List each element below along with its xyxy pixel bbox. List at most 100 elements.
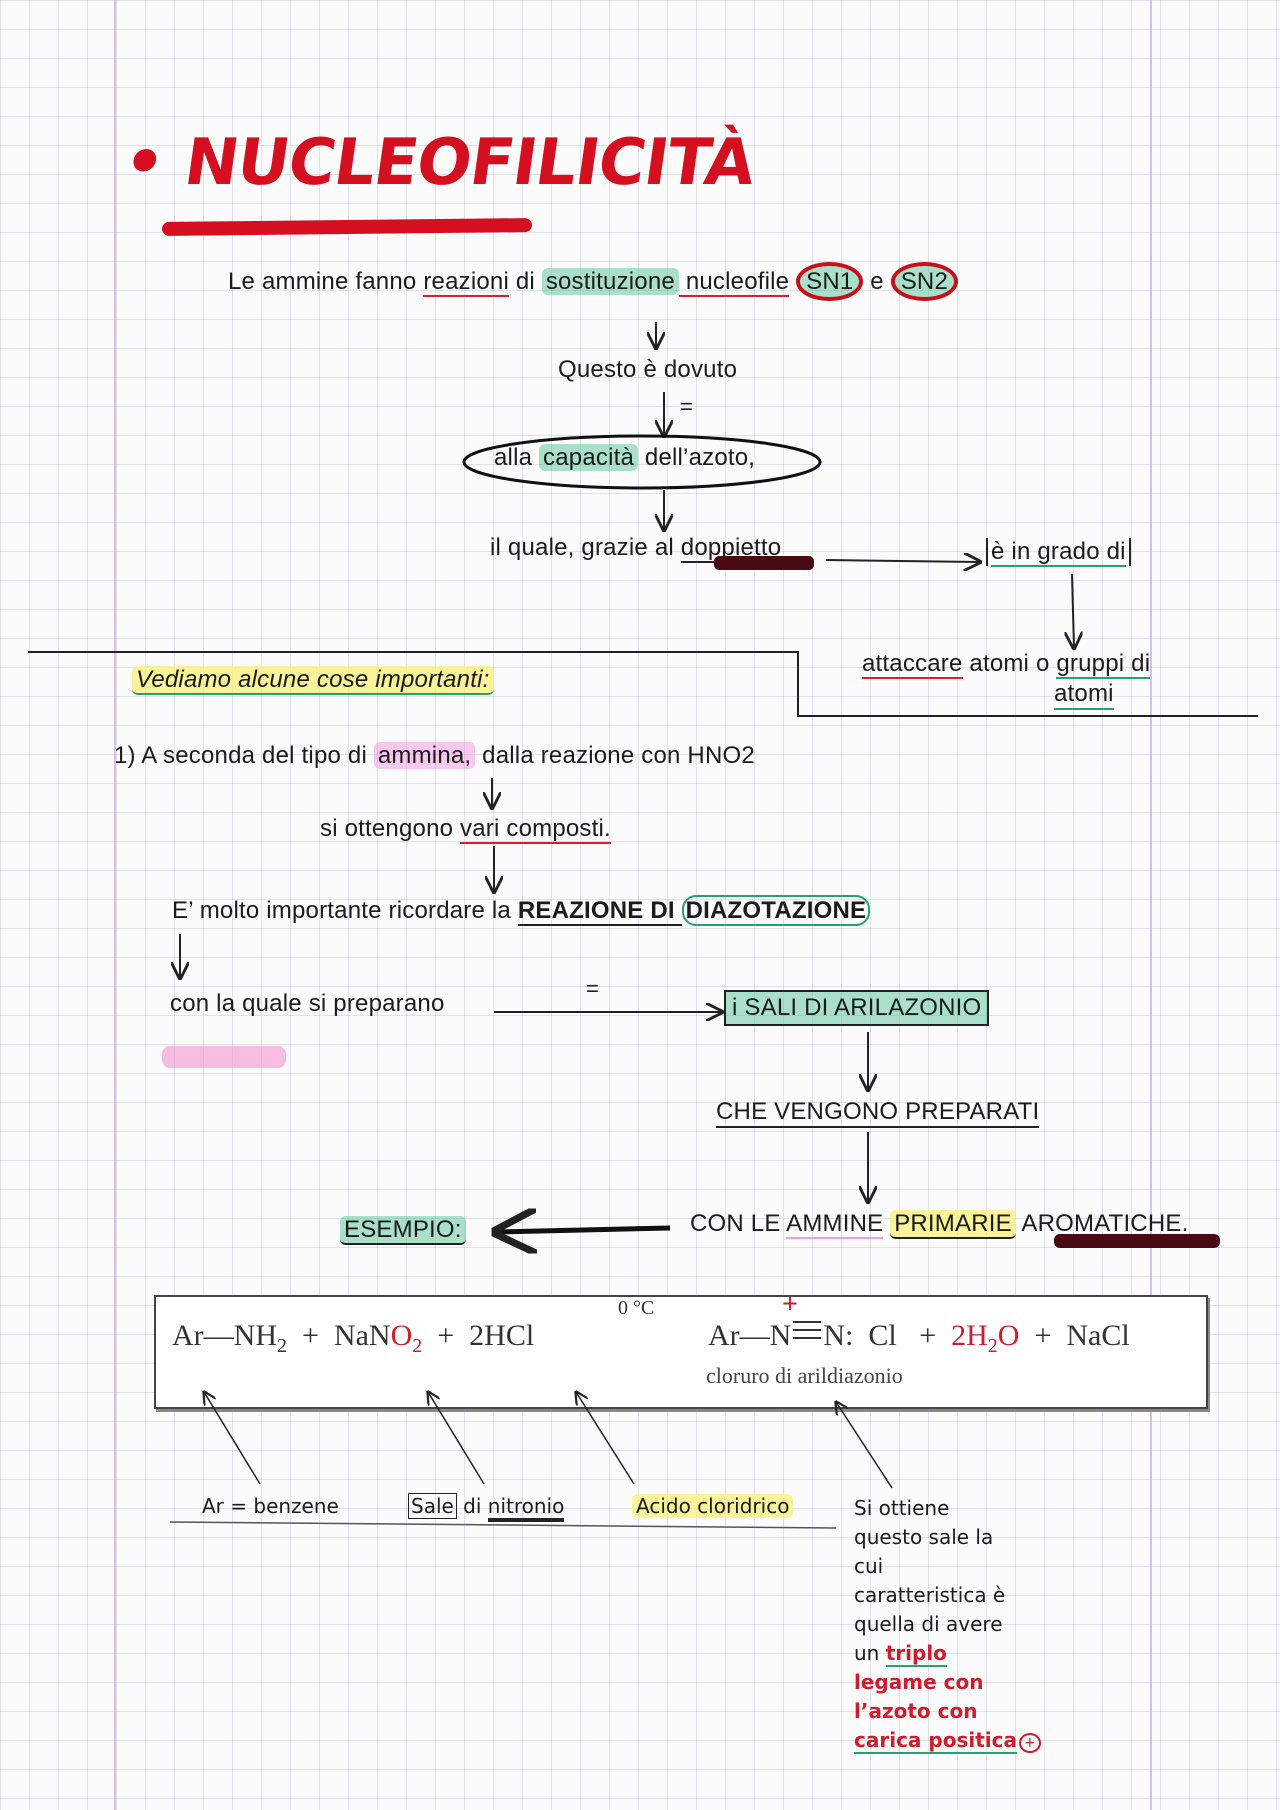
- rx-plus3: +: [919, 1319, 937, 1352]
- annotation-sale: Sale di nitronio: [408, 1493, 565, 1522]
- rx-ar1: Ar—: [172, 1319, 234, 1352]
- reaction-equation: Ar—NH2 + NaNO2 + 2HCl: [172, 1319, 534, 1358]
- arrow-down-grado: [1072, 573, 1074, 648]
- rx-cl: Cl: [868, 1319, 897, 1352]
- aromatiche-mark: [1054, 1234, 1220, 1248]
- sn1-badge: SN1: [796, 262, 864, 301]
- rx-hcl: 2HCl: [469, 1319, 535, 1352]
- aromatiche-text: AROMATICHE.: [1015, 1210, 1189, 1237]
- note-un: un: [854, 1641, 886, 1665]
- intro-text: Le ammine fanno: [228, 268, 424, 295]
- pointer-sale: [428, 1392, 485, 1485]
- rx-condition: 0 °C: [618, 1297, 655, 1319]
- esempio-label: ESEMPIO:: [340, 1216, 466, 1245]
- intro-e: e: [863, 268, 891, 295]
- rx-nacl: NaCl: [1066, 1319, 1130, 1352]
- note-red-line-3: carica positica: [854, 1728, 1017, 1754]
- flow-in-grado-text: è in grado di: [991, 538, 1126, 567]
- note-triplo: triplo: [885, 1641, 947, 1667]
- note-line-2: questo sale la: [854, 1525, 994, 1549]
- pointer-product: [836, 1402, 893, 1489]
- item1-post: dalla reazione con HNO2: [475, 742, 755, 769]
- primarie-text: PRIMARIE: [890, 1210, 1016, 1239]
- flow-attaccare: attaccare atomi o gruppi di: [862, 650, 1151, 679]
- left-margin-line: [114, 0, 116, 1810]
- molto-importante: E’ molto importante ricordare la REAZION…: [172, 895, 871, 926]
- flow-quale: il quale, grazie al doppietto: [490, 534, 782, 563]
- flow-dellazoto: dell’azoto,: [638, 444, 756, 471]
- doppietto-mark: [714, 556, 814, 570]
- triple-bond: [793, 1321, 822, 1339]
- annotation-underline: [169, 1521, 837, 1529]
- note-plus-circle: +: [1018, 1733, 1041, 1753]
- note-line-5: quella di avere: [854, 1612, 1003, 1636]
- product-name: cloruro di arildiazonio: [706, 1363, 903, 1388]
- rx-h2o-b: O: [997, 1319, 1020, 1352]
- rx-plus2: +: [437, 1319, 455, 1352]
- rx-plus4: +: [1034, 1319, 1052, 1352]
- rx-n2: N:: [823, 1319, 854, 1352]
- con-le-text: CON LE: [690, 1210, 787, 1237]
- sali-text: i SALI DI ARILAZONIO: [732, 994, 982, 1021]
- sn2-badge: SN2: [890, 262, 958, 301]
- capacita-ellipse: [462, 434, 822, 490]
- note-red-line-2: l’azoto con: [854, 1699, 978, 1723]
- section-heading: Vediamo alcune cose importanti:: [132, 666, 494, 695]
- flow-quale-text: il quale, grazie al: [490, 534, 681, 561]
- intro-sostituzione: sostituzione: [541, 268, 679, 295]
- intro-di: di: [508, 268, 542, 295]
- right-margin-line: [1150, 0, 1152, 1810]
- item1: 1) A seconda del tipo di ammina, dalla r…: [114, 742, 755, 770]
- rx-n1: N: [769, 1319, 792, 1352]
- rx-charge: +: [782, 1289, 798, 1320]
- annotation-ar: Ar = benzene: [202, 1494, 339, 1518]
- rx-nano2-sub: 2: [412, 1335, 423, 1357]
- annotation-note: Si ottiene questo sale la cui caratteris…: [854, 1494, 1054, 1758]
- equals-1: =: [680, 394, 693, 419]
- flow-gruppi: gruppi di: [1056, 650, 1151, 679]
- rx-nano2-b: O: [390, 1319, 413, 1352]
- molto-importante-text: E’ molto importante ricordare la: [172, 897, 518, 924]
- item1-text: A seconda del tipo di: [135, 742, 374, 769]
- flow-atomi-o: atomi o: [962, 650, 1057, 677]
- esempio-text: ESEMPIO:: [340, 1216, 466, 1245]
- diazotazione: DIAZOTAZIONE: [681, 895, 871, 926]
- intro-reazioni: reazioni: [423, 268, 509, 297]
- note-line-1: Si ottiene: [854, 1496, 950, 1520]
- si-ottengono: si ottengono vari composti.: [320, 815, 611, 844]
- item1-ammina: ammina,: [373, 742, 476, 769]
- rx-nano2-a: NaN: [333, 1319, 391, 1352]
- flow-attaccare-text: attaccare: [862, 650, 963, 679]
- arrow-left-esempio: [496, 1228, 671, 1232]
- equals-2: =: [586, 976, 599, 1001]
- section-heading-text: Vediamo alcune cose importanti:: [132, 666, 494, 695]
- vari-composti: vari composti.: [460, 815, 611, 844]
- annotation-acido: Acido cloridrico: [632, 1494, 794, 1518]
- annotation-sale-word: Sale: [408, 1493, 457, 1519]
- annotation-acido-text: Acido cloridrico: [632, 1494, 794, 1518]
- si-ottengono-text: si ottengono: [320, 815, 461, 842]
- item1-number: 1): [114, 742, 136, 769]
- annotation-di: di: [456, 1494, 488, 1518]
- reazione-di: REAZIONE DI: [517, 897, 682, 926]
- rx-ar2: Ar—: [708, 1319, 770, 1352]
- note-red-line-3-wrap: carica positica+: [854, 1726, 1054, 1758]
- flow-in-grado: è in grado di: [986, 538, 1131, 567]
- intro-nucleofile: nucleofile: [678, 268, 790, 297]
- ammine-text: AMMINE: [786, 1210, 884, 1239]
- note-line-4: caratteristica è: [854, 1583, 1006, 1607]
- annotation-nitronio: nitronio: [487, 1494, 565, 1522]
- rx-nh2: NH: [233, 1319, 277, 1352]
- rx-h2o-sub: 2: [987, 1335, 998, 1357]
- intro-line: Le ammine fanno reazioni di sostituzione…: [228, 262, 958, 301]
- con-la-quale: con la quale si preparano: [170, 990, 445, 1017]
- note-line-6: un triplo: [854, 1639, 1054, 1668]
- flow-questo: Questo è dovuto: [558, 356, 738, 383]
- section-separator: [28, 651, 1258, 717]
- rx-plus1: +: [302, 1319, 319, 1352]
- flow-capacita: capacità: [539, 444, 639, 471]
- rx-nh2-sub: 2: [277, 1335, 287, 1357]
- pointer-ar: [204, 1392, 261, 1485]
